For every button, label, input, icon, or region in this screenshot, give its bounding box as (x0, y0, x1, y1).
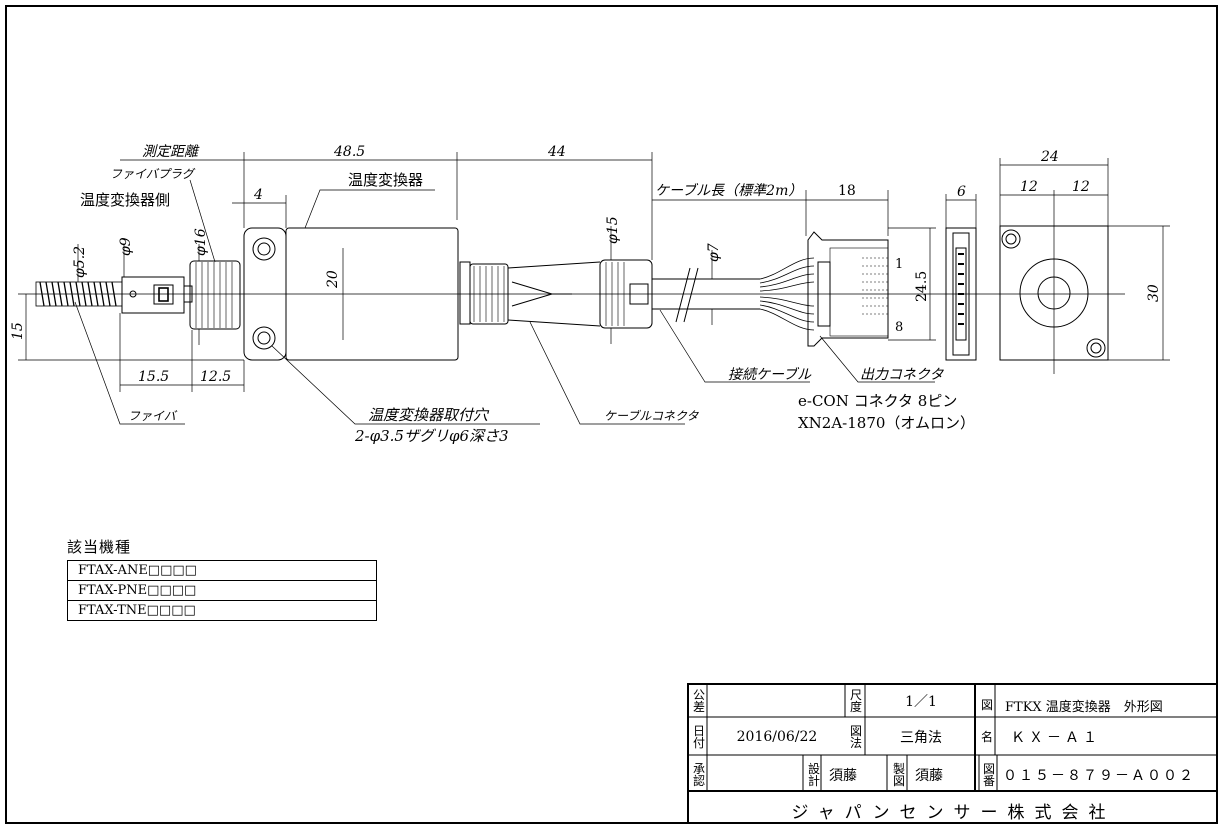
cable-connector-right (599, 259, 653, 329)
dim-485: 48.5 (333, 144, 365, 160)
dim-fiber-plug: ファイバプラグ (110, 167, 196, 181)
dim-12a: 12 (1020, 179, 1038, 195)
drawing-frame (5, 5, 1218, 824)
label-converter: 温度変換器 (348, 171, 423, 189)
models-row: FTAX-PNE□□□□ (67, 580, 377, 601)
fiber-spring (35, 281, 123, 307)
label-mount-hole: 温度変換器取付穴 (368, 406, 490, 424)
dim-44: 44 (547, 144, 566, 160)
connection-cable (652, 267, 760, 323)
wire-bundle (759, 257, 815, 331)
dim-pin8: 8 (895, 320, 903, 335)
date-label: 日付 (692, 724, 705, 750)
dim-converter-side: 温度変換器側 (80, 191, 170, 209)
dim-4: 4 (253, 187, 263, 203)
models-table: FTAX-ANE□□□□ FTAX-PNE□□□□ FTAX-TNE□□□□ (67, 560, 377, 621)
dim-20: 20 (325, 270, 341, 289)
name-value: ＫＸ－Ａ１ (1011, 730, 1101, 746)
design-label: 設計 (807, 762, 820, 788)
scale-value: 1／1 (905, 694, 937, 710)
drawing-label: 図 (980, 698, 993, 712)
draft-label: 製図 (892, 762, 905, 788)
dim-phi16: φ16 (193, 228, 209, 256)
models-title: 該当機種 (67, 538, 132, 556)
dim-245: 24.5 (914, 271, 930, 302)
applicable-models: 該当機種 FTAX-ANE□□□□ FTAX-PNE□□□□ FTAX-TNE□… (67, 536, 377, 621)
dim-15: 15 (10, 322, 26, 340)
models-cell: FTAX-PNE□□□□ (67, 580, 377, 601)
dim-measure-distance: 測定距離 (142, 144, 200, 160)
design-value: 須藤 (829, 768, 857, 784)
converter-body (285, 227, 459, 361)
method-value: 三角法 (900, 730, 942, 746)
title-block: 公差 尺度 1／1 図 FTKX 温度変換器 外形図 日付 2016/06/22… (687, 683, 1218, 824)
approve-label: 承認 (692, 762, 705, 788)
dim-12b: 12 (1072, 179, 1090, 195)
knurled-nut (189, 260, 241, 330)
models-cell: FTAX-TNE□□□□ (67, 600, 377, 621)
dim-18: 18 (838, 183, 856, 199)
label-connection-cable: 接続ケーブル (728, 367, 812, 383)
title-block-grid (687, 683, 1218, 792)
dim-phi15: φ15 (605, 216, 621, 244)
tolerance-value (709, 685, 845, 717)
dim-24: 24 (1040, 149, 1059, 165)
cable-connector-left (459, 261, 509, 325)
label-mount-hole-spec: 2-φ3.5ザグリφ6深さ3 (354, 427, 509, 445)
dim-6: 6 (957, 184, 966, 200)
tolerance-label: 公差 (692, 688, 705, 714)
models-row: FTAX-ANE□□□□ (67, 560, 377, 581)
dim-cable-length: ケーブル長（標準2m） (655, 183, 802, 199)
company-name: ジャパンセンサー株式会社 (791, 802, 1116, 823)
dim-phi52: φ5.2 (72, 246, 88, 278)
scale-label: 尺度 (849, 688, 862, 714)
connector-side-view (945, 227, 977, 361)
approve-value (709, 757, 803, 793)
date-value: 2016/06/22 (736, 729, 818, 745)
models-cell: FTAX-ANE□□□□ (67, 560, 377, 581)
dim-30: 30 (1146, 284, 1162, 302)
dim-phi7: φ7 (706, 243, 722, 262)
number-label: 図番 (982, 762, 995, 788)
fiber-plug-tip (121, 276, 185, 314)
label-output-connector: 出力コネクタ (860, 367, 944, 383)
label-econ: e-CON コネクタ 8ピン (798, 392, 957, 410)
dim-phi9: φ9 (118, 237, 134, 256)
dim-155: 15.5 (138, 369, 169, 385)
label-cable-connector: ケーブルコネクタ (604, 409, 700, 423)
label-econ-part: XN2A-1870（オムロン） (798, 414, 975, 432)
number-value: ０１５－８７９－Ａ００２ (1003, 768, 1195, 784)
dim-125: 12.5 (200, 369, 231, 385)
dim-pin1: 1 (895, 257, 903, 272)
draft-value: 須藤 (915, 768, 943, 784)
output-connector (807, 231, 889, 347)
label-fiber: ファイバ (128, 409, 178, 423)
method-label: 図法 (849, 724, 862, 750)
name-label: 名 (980, 730, 993, 744)
models-row: FTAX-TNE□□□□ (67, 600, 377, 621)
drawing-title: FTKX 温度変換器 外形図 (1005, 699, 1163, 715)
